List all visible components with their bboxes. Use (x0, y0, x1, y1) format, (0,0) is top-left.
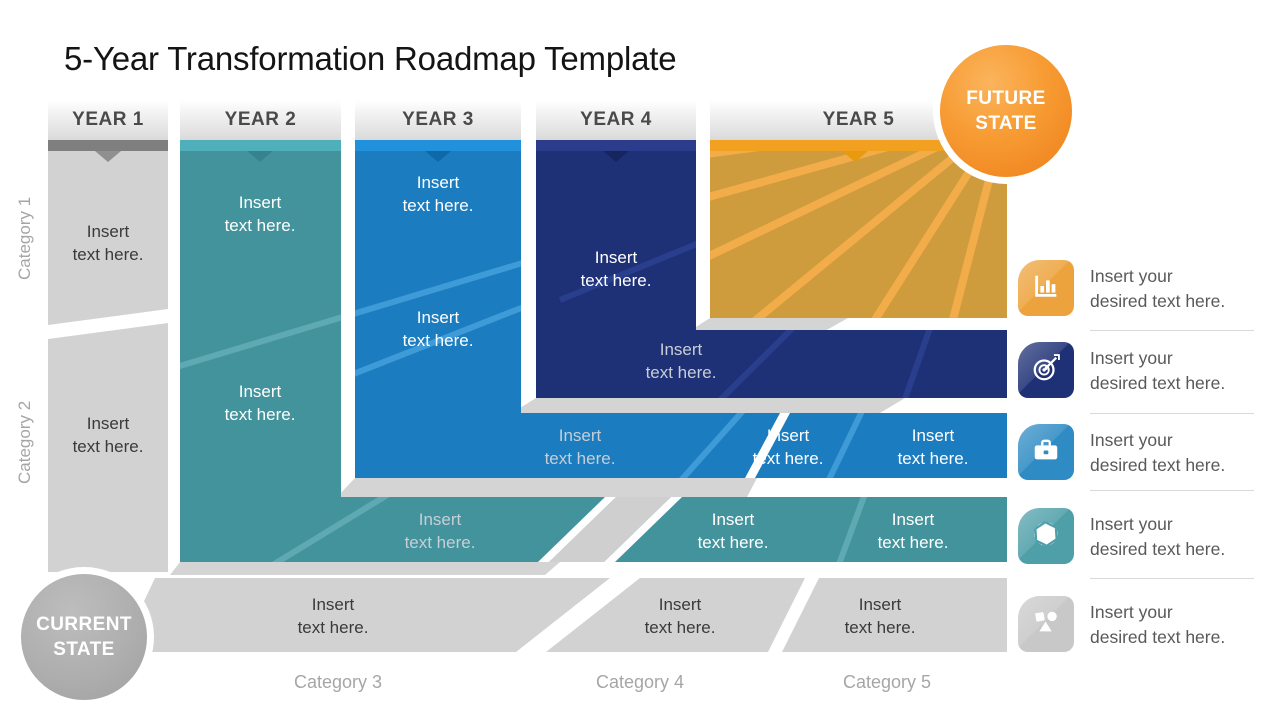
placeholder-y1-band-2[interactable]: Insert text here. (644, 595, 716, 637)
legend-tile-3[interactable] (1018, 424, 1074, 480)
year4-strip (536, 140, 696, 151)
year4-marker-icon (603, 151, 629, 162)
placeholder-y1-band-3[interactable]: Insert text here. (844, 595, 916, 637)
teal-band-shadow (170, 562, 560, 575)
year5-marker-icon (842, 151, 868, 162)
legend-divider (1090, 413, 1254, 414)
bar-chart-icon (1031, 271, 1061, 306)
shapes-icon (1031, 607, 1061, 642)
tab-year-1-label: YEAR 1 (72, 109, 144, 130)
placeholder-y4-band[interactable]: Insert text here. (645, 340, 717, 382)
year2-strip (180, 140, 341, 151)
category-4-label: Category 4 (595, 672, 685, 692)
target-icon (1031, 353, 1061, 388)
year3-marker-icon (425, 151, 451, 162)
category-1-label: Category 1 (15, 196, 34, 280)
placeholder-y2-band-1[interactable]: Insert text here. (404, 510, 476, 552)
legend-text-3[interactable]: Insert your desired text here. (1090, 430, 1226, 475)
legend-tile-2[interactable] (1018, 342, 1074, 398)
year1-category2-box (48, 323, 168, 572)
current-state-badge: CURRENT STATE (14, 567, 154, 707)
placeholder-y1-band-1[interactable]: Insert text here. (297, 595, 369, 637)
year3-strip (355, 140, 521, 151)
category-2-label: Category 2 (15, 400, 34, 484)
placeholder-y2-band-2[interactable]: Insert text here. (697, 510, 769, 552)
tab-year-5-label: YEAR 5 (822, 109, 895, 130)
category-5-label: Category 5 (842, 672, 932, 692)
legend-divider (1090, 578, 1254, 579)
placeholder-y2-band-3[interactable]: Insert text here. (877, 510, 949, 552)
category-3-label: Category 3 (293, 672, 383, 692)
gold-panel-shadow (688, 318, 848, 332)
placeholder-y1-cat1[interactable]: Insert text here. (72, 222, 144, 264)
legend-text-1[interactable]: Insert your desired text here. (1090, 266, 1226, 311)
legend-text-4[interactable]: Insert your desired text here. (1090, 514, 1226, 559)
year5-panel (710, 151, 1007, 318)
navy-band-shadow (512, 398, 905, 413)
blue-band-shadow (337, 478, 757, 497)
tab-year-2-label: YEAR 2 (224, 109, 297, 130)
year1-strip (48, 140, 168, 151)
page-title: 5-Year Transformation Roadmap Template (64, 40, 677, 77)
placeholder-y2-cat1[interactable]: Insert text here. (224, 193, 296, 235)
placeholder-y3-cat2[interactable]: Insert text here. (402, 308, 474, 350)
legend-tile-1[interactable] (1018, 260, 1074, 316)
briefcase-icon (1031, 435, 1061, 470)
legend-text-2[interactable]: Insert your desired text here. (1090, 348, 1226, 393)
year1-marker-icon (95, 151, 121, 162)
placeholder-y2-cat2[interactable]: Insert text here. (224, 382, 296, 424)
tab-year-3[interactable]: YEAR 3 (355, 100, 521, 140)
legend-text-5[interactable]: Insert your desired text here. (1090, 602, 1226, 647)
legend-tile-4[interactable] (1018, 508, 1074, 564)
year2-marker-icon (247, 151, 273, 162)
placeholder-y3-band-3[interactable]: Insert text here. (897, 426, 969, 468)
tab-year-4-label: YEAR 4 (580, 109, 652, 130)
year5-strip (710, 140, 1007, 151)
placeholder-y4-cat1[interactable]: Insert text here. (580, 248, 652, 290)
placeholder-y1-cat2[interactable]: Insert text here. (72, 414, 144, 456)
legend-tile-5[interactable] (1018, 596, 1074, 652)
tab-year-3-label: YEAR 3 (402, 109, 474, 130)
placeholder-y3-band-1[interactable]: Insert text here. (544, 426, 616, 468)
placeholder-y3-cat1[interactable]: Insert text here. (402, 173, 474, 215)
tab-year-1[interactable]: YEAR 1 (48, 100, 168, 140)
legend-divider (1090, 490, 1254, 491)
year1-category1-box (48, 151, 168, 325)
legend-divider (1090, 330, 1254, 331)
tab-year-2[interactable]: YEAR 2 (180, 100, 341, 140)
aperture-icon (1031, 519, 1061, 554)
future-state-badge: FUTURE STATE (933, 38, 1079, 184)
tab-year-4[interactable]: YEAR 4 (536, 100, 696, 140)
